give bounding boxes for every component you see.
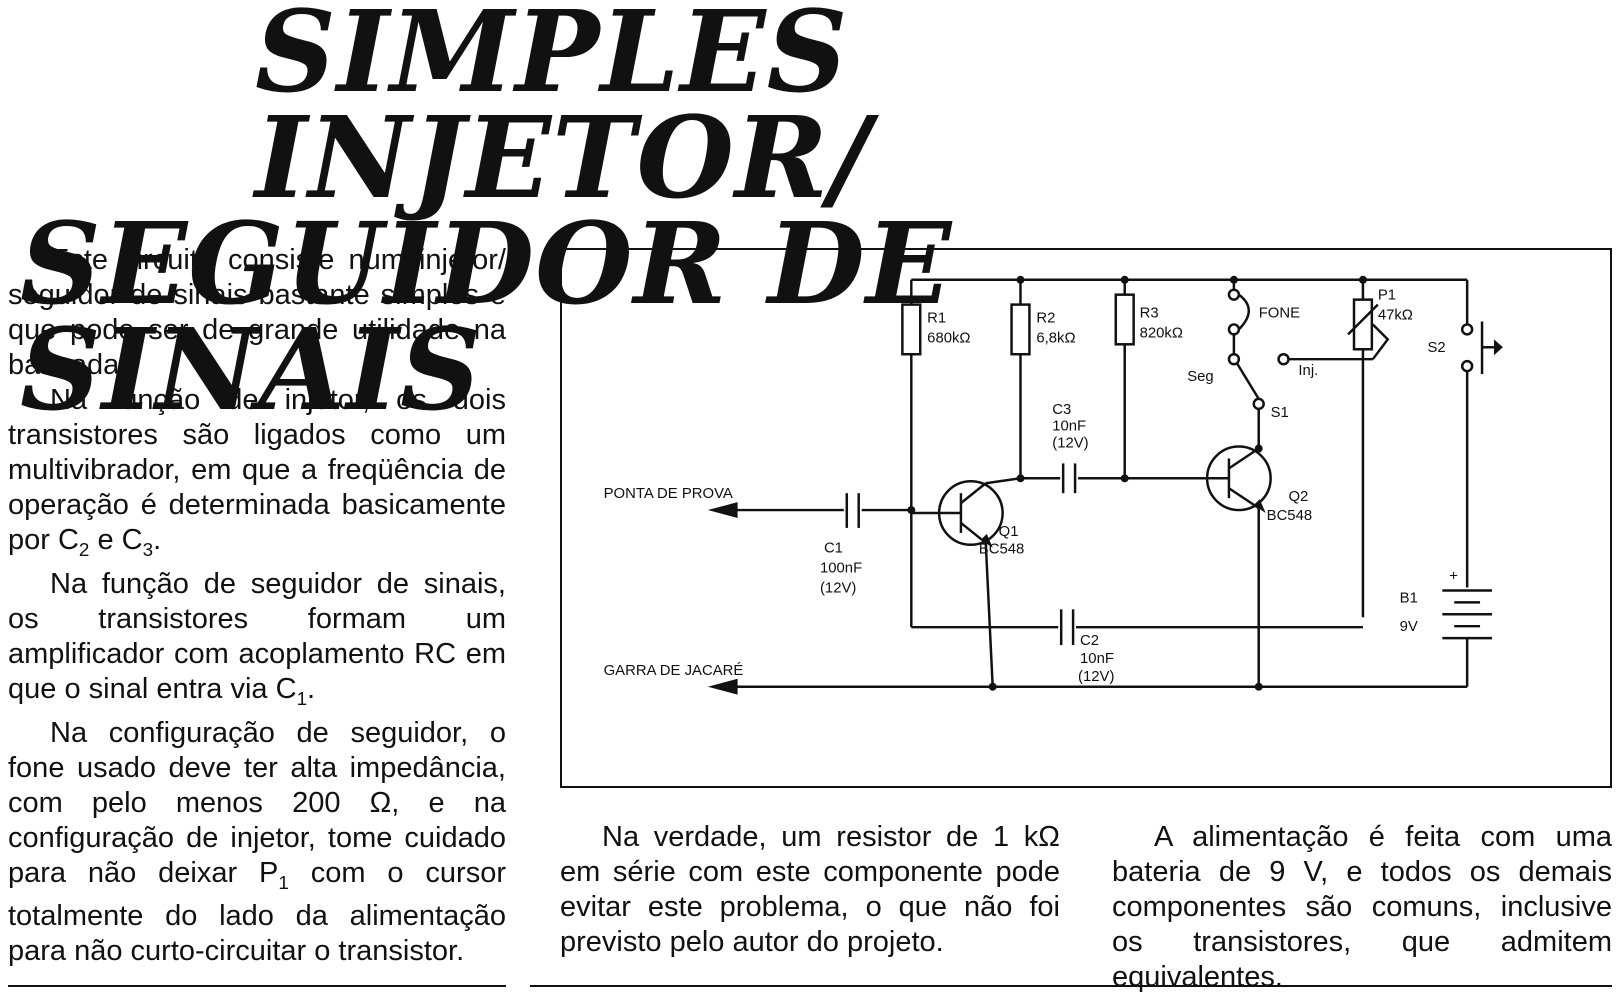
label-q2-name: Q2 (1288, 489, 1308, 505)
text-column-right: A alimentação é feita com uma bateria de… (1112, 820, 1612, 995)
bottom-rule-right (530, 985, 1612, 987)
label-q2-type: BC548 (1267, 508, 1312, 524)
label-ponta-de-prova: PONTA DE PROVA (604, 486, 733, 502)
label-p1-value: 47kΩ (1378, 307, 1413, 323)
paragraph-power-supply: A alimentação é feita com uma bateria de… (1112, 821, 1612, 993)
paragraph-injector: Na função de injetor, os dois transistor… (8, 384, 506, 560)
label-c1-voltage: (12V) (820, 580, 856, 596)
label-r3-value: 820kΩ (1140, 325, 1183, 341)
label-battery-plus: + (1449, 569, 1458, 585)
label-seg: Seg (1187, 369, 1213, 385)
label-c2-name: C2 (1080, 633, 1099, 649)
label-c2-value: 10nF (1080, 651, 1114, 667)
label-c3-name: C3 (1052, 402, 1071, 418)
label-b1-value: 9V (1400, 619, 1418, 635)
label-c1-name: C1 (824, 541, 843, 557)
label-inj: Inj. (1298, 363, 1318, 379)
label-r1-name: R1 (927, 310, 946, 326)
label-q1-type: BC548 (979, 542, 1024, 558)
title-line-2: SEGUIDOR DE SINAIS (20, 199, 953, 436)
label-c1-value: 100nF (820, 561, 862, 577)
text-column-left: Este circuito consiste num injetor/ segu… (8, 243, 506, 969)
text-column-middle: Na verdade, um resistor de 1 kΩ em série… (560, 820, 1060, 960)
label-c3-voltage: (12V) (1052, 436, 1088, 452)
label-c2-voltage: (12V) (1078, 669, 1114, 685)
paragraph-resistor-note: Na verdade, um resistor de 1 kΩ em série… (560, 821, 1060, 958)
paragraph-configuration: Na configuração de seguidor, o fone usad… (8, 716, 506, 968)
label-r1-value: 680kΩ (927, 330, 970, 346)
label-r2-name: R2 (1036, 310, 1055, 326)
label-fone: FONE (1259, 305, 1300, 321)
label-r3-name: R3 (1140, 305, 1159, 321)
bottom-rule-left (8, 985, 506, 987)
label-s2: S2 (1427, 340, 1445, 356)
schematic-drawing: R1 680kΩ R2 6,8kΩ R3 820kΩ FONE P1 47kΩ … (604, 275, 1503, 695)
label-garra-de-jacare: GARRA DE JACARÉ (604, 662, 744, 679)
label-b1-name: B1 (1400, 590, 1418, 606)
article-title: SIMPLES INJETOR/ SEGUIDOR DE SINAIS (20, 0, 1420, 436)
label-r2-value: 6,8kΩ (1036, 330, 1075, 346)
paragraph-follower: Na função de seguidor de sinais, os tran… (8, 567, 506, 709)
label-q1-name: Q1 (999, 524, 1019, 540)
label-c3-value: 10nF (1052, 419, 1086, 435)
paragraph-intro: Este circuito consiste num injetor/ segu… (8, 244, 506, 381)
label-s1: S1 (1271, 405, 1289, 421)
label-p1-name: P1 (1378, 288, 1396, 304)
circuit-schematic: R1 680kΩ R2 6,8kΩ R3 820kΩ FONE P1 47kΩ … (560, 248, 1612, 788)
title-line-1: SIMPLES INJETOR/ (255, 0, 872, 224)
